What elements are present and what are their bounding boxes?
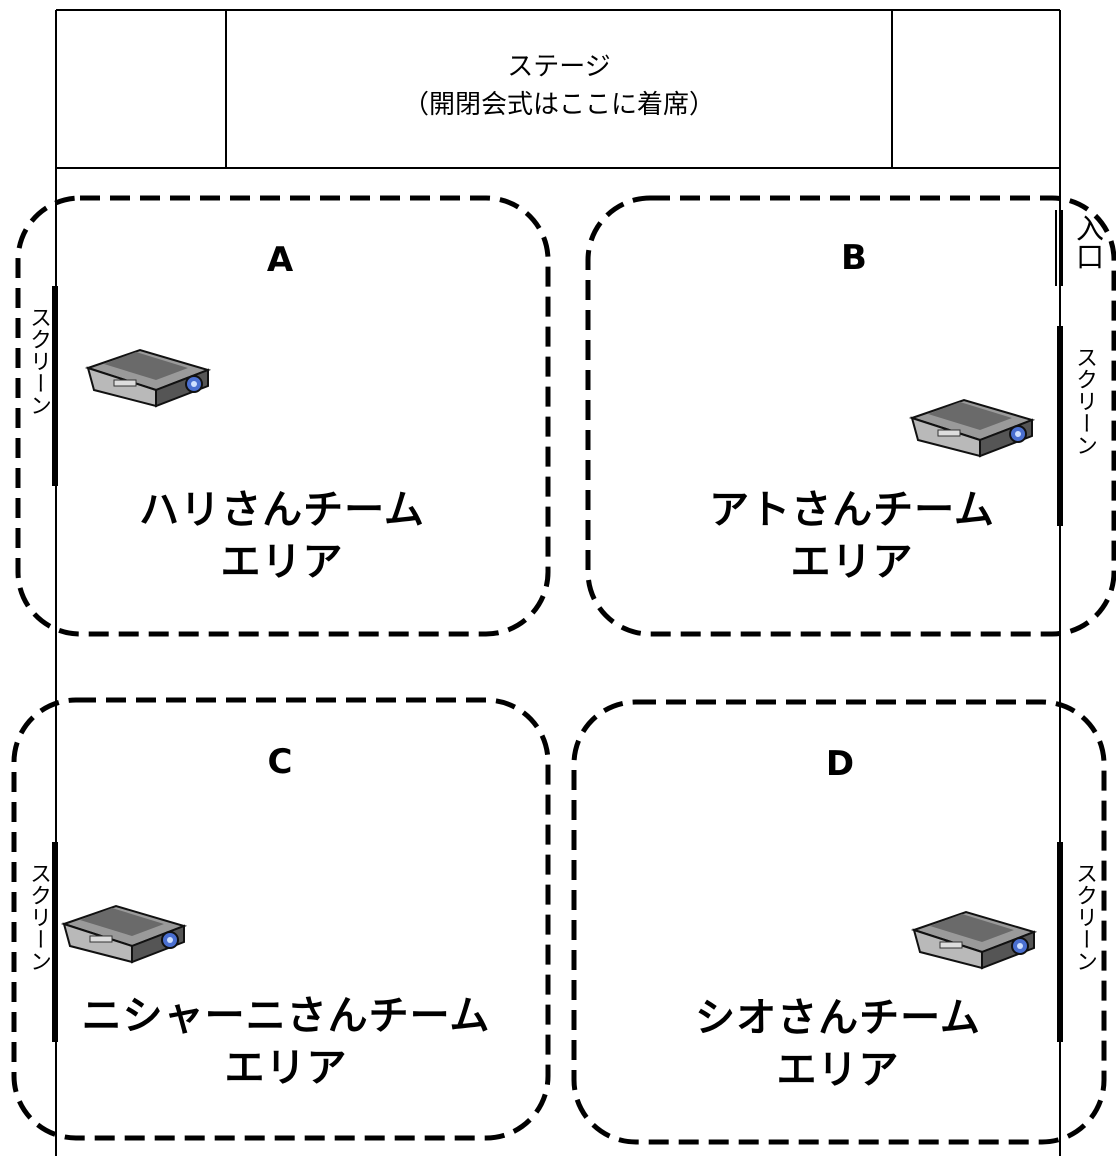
area-c-suffix: エリア — [224, 1045, 348, 1091]
area-c-team-name: ニシャーニさんチーム — [81, 993, 491, 1039]
area-a-team: ハリさんチーム エリア — [52, 484, 512, 588]
area-d-team: シオさんチーム エリア — [608, 992, 1068, 1096]
screen-bar-a — [52, 286, 58, 486]
area-b-boundary — [585, 195, 1116, 637]
area-c-team: ニシャーニさんチーム エリア — [46, 990, 526, 1094]
screen-label-d: スクリーン — [1072, 862, 1097, 972]
area-a-boundary — [15, 195, 551, 637]
area-d-letter: D — [825, 744, 855, 784]
area-b-suffix: エリア — [790, 539, 914, 585]
projector-icon — [908, 398, 1036, 458]
area-a-suffix: エリア — [220, 539, 344, 585]
screen-label-a: スクリーン — [26, 306, 51, 416]
projector-icon — [910, 910, 1038, 970]
screen-label-c: スクリーン — [26, 862, 51, 972]
area-b-letter: B — [841, 238, 867, 278]
area-c-letter: C — [267, 742, 293, 782]
screen-bar-b — [1057, 326, 1063, 526]
area-b-team-name: アトさんチーム — [709, 487, 995, 533]
stage-label: ステージ （開閉会式はここに着席） — [226, 48, 892, 124]
stage-title: ステージ — [507, 52, 611, 82]
area-d-boundary — [571, 699, 1107, 1145]
stage-note: （開閉会式はここに着席） — [402, 90, 715, 120]
area-a-letter: A — [266, 240, 294, 280]
area-d-team-name: シオさんチーム — [695, 995, 981, 1041]
projector-icon — [84, 348, 212, 408]
screen-bar-d — [1057, 842, 1063, 1042]
projector-icon — [60, 904, 188, 964]
area-d-suffix: エリア — [776, 1047, 900, 1093]
screen-bar-c — [52, 842, 58, 1042]
area-a-team-name: ハリさんチーム — [139, 487, 425, 533]
area-b-team: アトさんチーム エリア — [622, 484, 1082, 588]
area-c-boundary — [11, 697, 551, 1141]
screen-label-b: スクリーン — [1072, 346, 1097, 456]
entrance-label: 入口 — [1072, 214, 1105, 270]
